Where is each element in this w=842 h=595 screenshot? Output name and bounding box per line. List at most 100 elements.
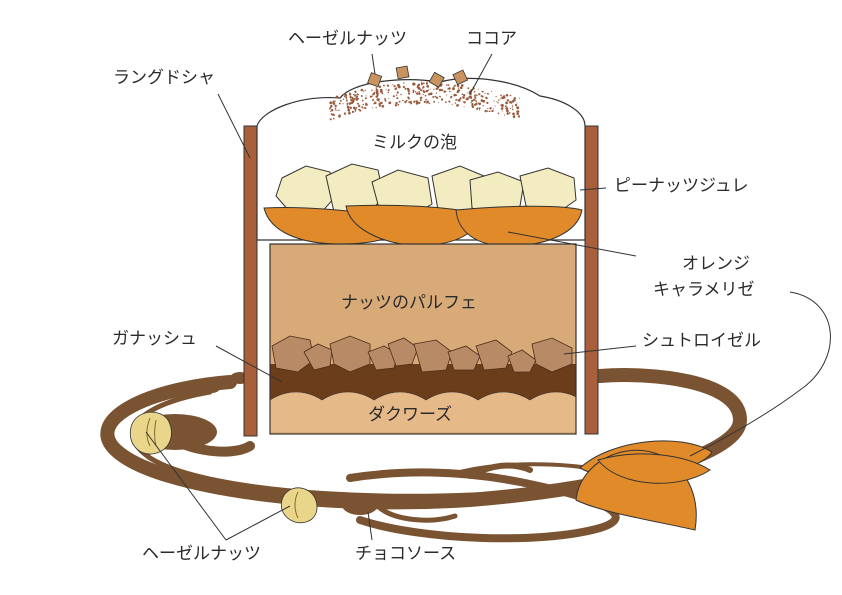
cocoa-speck [437,101,439,104]
cocoa-speck [364,97,367,100]
cocoa-speck [489,107,492,110]
cocoa-speck [393,85,396,88]
label-chocolate-sauce: チョコソース [355,544,457,564]
cocoa-speck [344,93,348,97]
cocoa-speck [419,96,423,100]
cocoa-speck [453,93,456,97]
cocoa-speck [384,98,387,100]
cocoa-speck [417,84,420,87]
label-peanut-jelly: ピーナッツジュレ [614,176,749,196]
cocoa-speck [425,82,429,85]
cocoa-speck [361,106,364,109]
cocoa-speck [514,103,518,107]
cocoa-speck [424,94,427,97]
cocoa-speck [404,100,407,104]
cocoa-speck [376,95,378,97]
cocoa-speck [380,90,383,94]
cocoa-speck [418,90,421,93]
cocoa-speck [439,95,441,98]
cocoa-speck [396,91,399,94]
cocoa-speck [445,101,447,103]
cocoa-speck [440,98,444,101]
cocoa-speck [355,106,358,109]
cocoa-speck [476,107,479,109]
cocoa-speck [501,104,504,107]
label-orange: オレンジ [682,254,750,274]
cocoa-speck [478,102,482,106]
cocoa-speck [365,95,367,97]
label-streusel: シュトロイゼル [642,331,761,351]
cocoa-speck [435,92,438,94]
cocoa-speck [506,112,510,115]
cocoa-speck [381,92,384,95]
cocoa-speck [348,102,352,105]
cocoa-speck [348,92,352,96]
cocoa-speck [354,90,357,93]
cocoa-speck [351,98,354,100]
cocoa-speck [486,110,489,112]
cocoa-speck [397,85,401,89]
cocoa-speck [513,98,516,101]
cocoa-speck [412,82,415,86]
cocoa-speck [428,102,431,105]
cocoa-speck [407,89,410,93]
cocoa-speck [425,89,429,93]
leader-lines [145,53,831,541]
label-hazelnut-top: ヘーゼルナッツ [288,29,407,49]
cocoa-speck [330,108,334,112]
cocoa-speck [511,105,514,107]
cocoa-speck [426,81,428,84]
orange-caramelise [263,204,583,247]
cocoa-speck [364,107,367,109]
cocoa-speck [345,97,348,100]
cocoa-speck [407,92,411,95]
cocoa-speck [513,114,515,116]
cocoa-speck [375,87,378,89]
cocoa-speck [477,102,479,104]
cocoa-speck [443,90,446,93]
cocoa-speck [432,96,435,98]
cocoa-speck [422,89,425,92]
cocoa-speck [375,106,377,109]
cocoa-speck [338,109,340,111]
cocoa-speck [334,107,337,110]
cocoa-speck [350,102,353,105]
cocoa-speck [503,97,505,99]
cocoa-speck [336,109,338,111]
cocoa-speck [501,96,504,100]
cocoa-speck [505,101,508,105]
cocoa-speck [447,84,450,86]
cocoa-speck [356,102,359,105]
cocoa-speck [346,102,349,105]
hazelnut-left [129,411,172,455]
cocoa-speck [454,102,457,104]
cocoa-speck [516,102,518,104]
cocoa-speck [470,102,472,104]
cocoa-speck [493,100,495,102]
cocoa-speck [335,95,339,99]
cocoa-speck [334,100,336,103]
cocoa-speck [371,95,373,97]
cocoa-speck [352,99,355,102]
cocoa-speck [509,94,512,97]
cocoa-speck [485,96,488,100]
cocoa-speck [343,95,346,98]
cocoa-speck [342,103,344,105]
cocoa-speck [422,86,425,89]
cocoa-speck [457,99,461,102]
cocoa-speck [457,89,461,92]
orange-slices-plate [575,440,713,531]
cocoa-speck [479,109,481,111]
cocoa-speck [466,97,469,101]
cocoa-speck [484,109,487,113]
cocoa-speck [384,99,387,102]
cocoa-speck [413,100,416,103]
label-milk-foam: ミルクの泡 [372,133,457,153]
cocoa-speck [490,90,492,92]
cocoa-speck [361,99,364,102]
cocoa-speck [506,99,510,102]
cocoa-speck [473,90,476,93]
cocoa-speck [358,108,360,111]
cocoa-speck [352,93,355,96]
